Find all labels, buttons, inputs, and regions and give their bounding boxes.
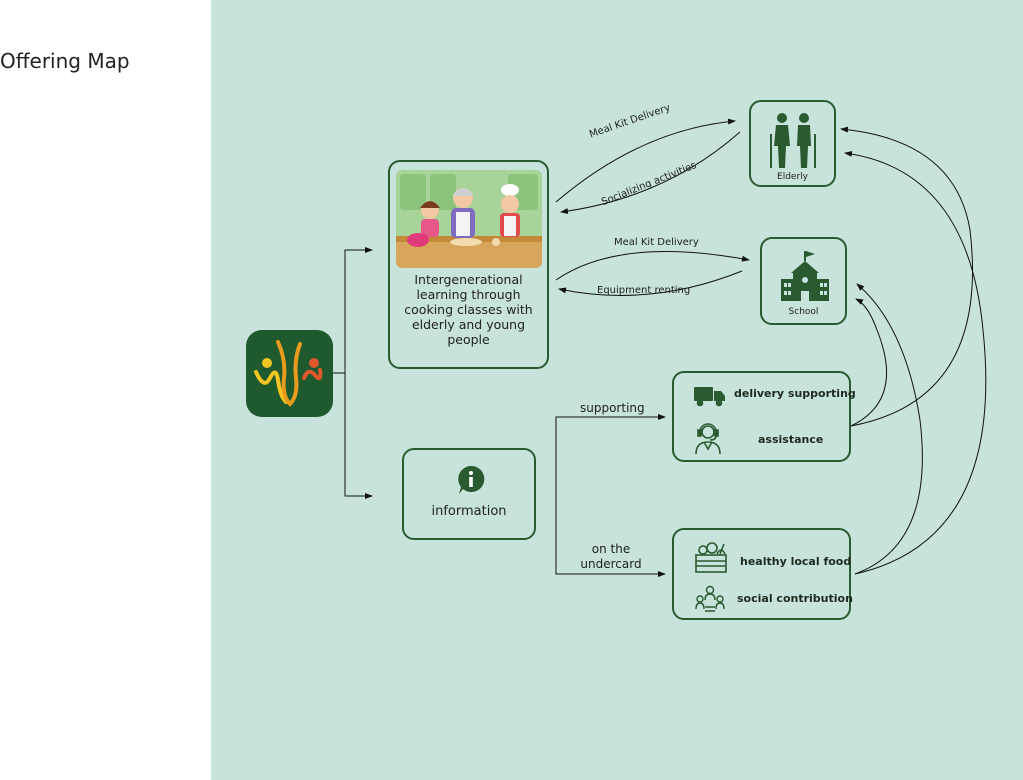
cooking-classes-text: Intergenerational learning through cooki… <box>404 272 533 347</box>
social-contribution-label: social contribution <box>737 592 853 605</box>
undercard-group-node: healthy local food social contribution <box>672 528 853 620</box>
elderly-label: Elderly <box>777 172 808 182</box>
headset-agent-icon <box>695 423 721 455</box>
school-node: School <box>760 237 847 325</box>
people-group-icon <box>695 585 725 612</box>
logo-figures-icon <box>254 340 323 407</box>
information-label: information <box>431 504 507 519</box>
assistance-label: assistance <box>758 433 824 446</box>
supporting-group-node: delivery supporting assistance <box>672 371 856 462</box>
cooking-class-illustration <box>396 170 542 268</box>
edge-label-meal-kit-school: Meal Kit Delivery <box>614 237 699 248</box>
page-title: Offering Map <box>0 49 130 73</box>
elderly-node: Elderly <box>749 100 836 187</box>
information-node: information <box>402 448 536 540</box>
cooking-classes-node: Intergenerational learning through cooki… <box>388 160 549 369</box>
edge-label-supporting: supporting <box>580 401 645 415</box>
brand-logo <box>246 330 333 417</box>
edge-label-undercard: on the undercard <box>580 542 642 571</box>
delivery-supporting-label: delivery supporting <box>734 387 856 400</box>
school-building-icon <box>781 251 829 301</box>
healthy-local-food-label: healthy local food <box>740 555 852 568</box>
edge-label-equipment: Equipment renting <box>597 285 691 296</box>
vegetable-crate-icon <box>695 542 727 573</box>
elderly-couple-icon <box>770 113 816 168</box>
info-bubble-icon <box>458 465 485 494</box>
school-label: School <box>788 307 819 317</box>
delivery-truck-icon <box>694 387 725 407</box>
